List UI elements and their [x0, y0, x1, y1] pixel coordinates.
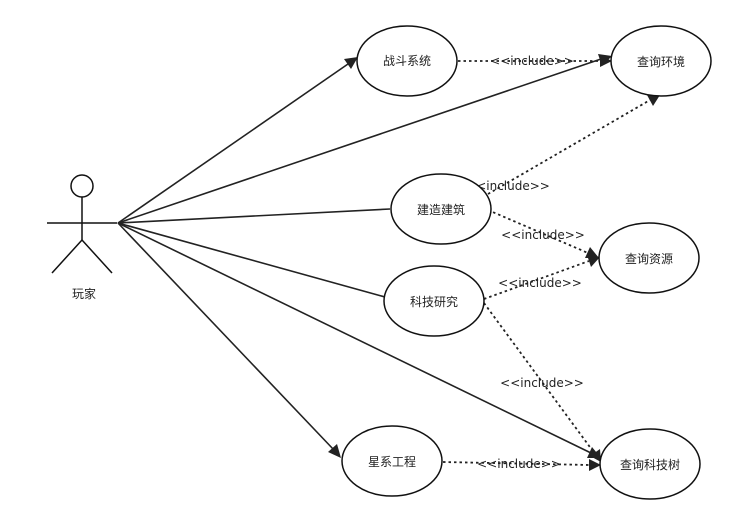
use-case-env-label: 查询环境	[637, 54, 685, 69]
actor-left-leg	[51, 239, 83, 274]
actor-label: 玩家	[72, 286, 96, 301]
actor-head	[70, 174, 94, 198]
include-label-galaxy-tree: <<include>>	[477, 457, 561, 471]
use-case-res-ellipse[interactable]	[598, 222, 700, 294]
arrow-include-galaxy-tree	[589, 459, 601, 471]
arrow-include-tech-res	[587, 255, 600, 267]
use-case-battle-label: 战斗系统	[383, 54, 431, 68]
use-case-build[interactable]: 建造建筑	[390, 173, 492, 245]
include-label-build-env: <<include>>	[466, 179, 550, 193]
use-case-env-ellipse[interactable]	[610, 25, 712, 97]
assoc-galaxy	[117, 222, 335, 451]
include-label-build-res: <<include>>	[501, 228, 585, 242]
use-case-build-label: 建造建筑	[417, 202, 465, 217]
use-case-galaxy-ellipse[interactable]	[341, 425, 443, 497]
use-case-tree-ellipse[interactable]	[599, 428, 701, 500]
use-case-battle-ellipse[interactable]	[356, 25, 458, 97]
arrow-assoc-galaxy	[328, 444, 341, 458]
include-tech-res	[483, 260, 590, 300]
assoc-battle	[117, 63, 349, 224]
use-case-galaxy[interactable]: 星系工程	[341, 425, 443, 497]
use-case-galaxy-label: 星系工程	[368, 454, 416, 469]
include-build-env	[487, 99, 651, 195]
include-relations	[442, 55, 660, 471]
use-case-tech-ellipse[interactable]	[383, 265, 485, 337]
actor-player: 玩家	[47, 174, 117, 301]
use-case-res-label: 查询资源	[625, 252, 673, 266]
include-label-tech-res: <<include>>	[498, 276, 582, 290]
use-case-build-ellipse[interactable]	[390, 173, 492, 245]
use-case-tree[interactable]: 查询科技树	[599, 428, 701, 500]
include-tech-tree	[483, 302, 596, 455]
arrow-include-build-env	[647, 95, 660, 106]
arrow-include-battle-env	[600, 55, 612, 67]
use-case-tech-label: 科技研究	[410, 294, 458, 309]
assoc-tech	[117, 222, 386, 298]
include-build-res	[487, 209, 589, 254]
use-case-env[interactable]: 查询环境	[610, 25, 712, 97]
assoc-build	[117, 208, 391, 224]
use-case-battle[interactable]: 战斗系统	[356, 25, 458, 97]
arrow-include-tech-tree	[590, 449, 601, 462]
arrow-assoc-battle	[344, 57, 358, 69]
assoc-env	[117, 58, 602, 224]
actor-right-leg	[81, 239, 113, 274]
include-label-tech-tree: <<include>>	[500, 376, 584, 390]
assoc-tree	[117, 222, 592, 454]
include-galaxy-tree	[442, 461, 591, 466]
include-labels: <<include>> <<include>> <<include>> <<in…	[466, 54, 585, 471]
use-case-tech[interactable]: 科技研究	[383, 265, 485, 337]
associations	[117, 54, 612, 458]
use-case-res[interactable]: 查询资源	[598, 222, 700, 294]
include-label-battle-env: <<include>>	[490, 54, 574, 68]
use-case-tree-label: 查询科技树	[620, 457, 680, 472]
